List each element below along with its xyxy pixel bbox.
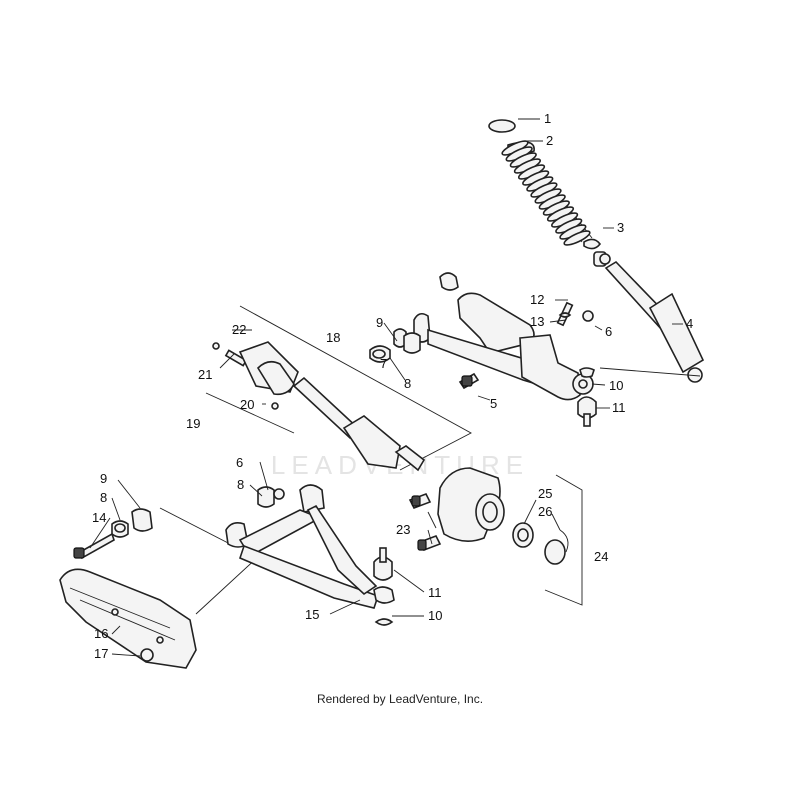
callout-7: 7 [380,356,387,371]
callout-9-left: 9 [100,471,107,486]
callout-2: 2 [546,133,553,148]
callout-26: 26 [538,504,552,519]
callout-18: 18 [326,330,340,345]
callout-11-lower: 11 [428,585,442,600]
callout-16: 16 [94,626,108,641]
callout-25: 25 [538,486,552,501]
callout-15: 15 [305,607,319,622]
cv-axle [212,341,426,472]
callout-3: 3 [617,220,624,235]
callout-22: 22 [232,322,246,337]
callout-24: 24 [594,549,608,564]
callout-12: 12 [530,292,544,307]
callout-13: 13 [530,314,544,329]
callout-10-upper: 10 [609,378,623,393]
callout-10-lower: 10 [428,608,442,623]
shock-absorber [593,251,705,383]
callout-8-upper: 8 [404,376,411,391]
render-credit: Rendered by LeadVenture, Inc. [316,692,484,706]
callout-17: 17 [94,646,108,661]
callout-14: 14 [92,510,106,525]
callout-4: 4 [686,316,693,331]
lower-bushings [73,508,153,560]
callout-8-left: 8 [100,490,107,505]
upper-a-arm [413,272,597,427]
lower-a-arm [225,484,395,626]
callout-9-upper: 9 [376,315,383,330]
callout-21: 21 [198,367,212,382]
callout-1: 1 [544,111,551,126]
callout-8-lower: 8 [237,477,244,492]
callout-20: 20 [240,397,254,412]
callout-19: 19 [186,416,200,431]
callout-6-upper: 6 [605,324,612,339]
callout-labels: 1 2 3 4 5 6 6 7 8 8 8 9 9 10 10 11 11 12… [92,111,693,661]
callout-6-lower: 6 [236,455,243,470]
group-lines [159,305,583,615]
leader-lines [89,118,701,657]
upper-bushings [369,328,421,363]
steering-knuckle [408,467,566,565]
callout-5: 5 [490,396,497,411]
coil-spring [488,119,602,250]
skid-plate [59,568,197,669]
callout-23: 23 [396,522,410,537]
callout-11-upper: 11 [612,400,626,415]
